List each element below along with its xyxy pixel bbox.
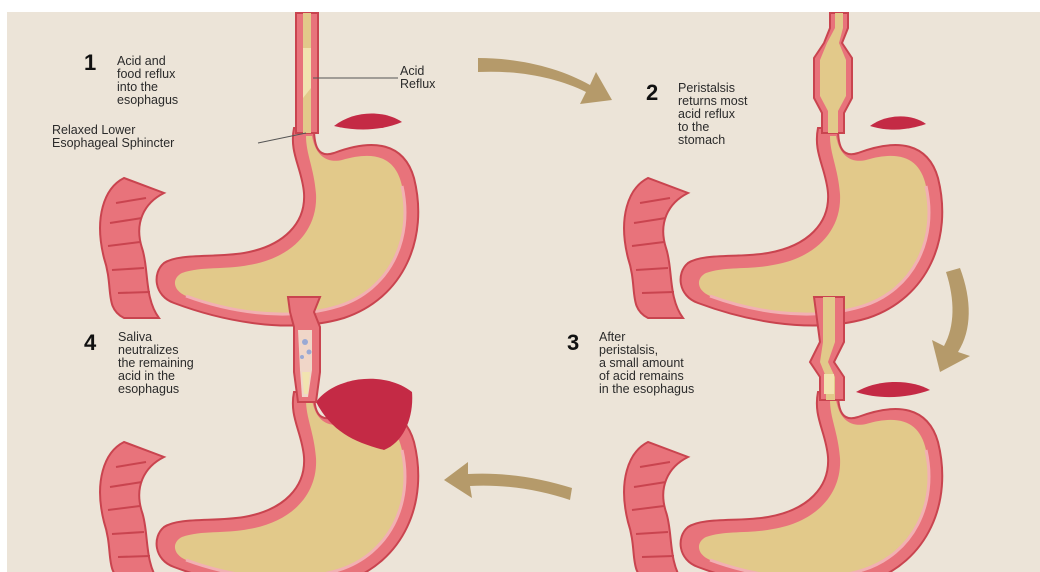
step-text-2: Peristalsis returns most acid reflux to … bbox=[678, 82, 747, 147]
step-text-1: Acid and food reflux into the esophagus bbox=[117, 55, 178, 107]
acid-reflux-label: Acid Reflux bbox=[400, 65, 435, 91]
arrow-2-to-3 bbox=[932, 268, 970, 372]
stomach-2 bbox=[624, 13, 942, 326]
sphincter-label: Relaxed Lower Esophageal Sphincter bbox=[52, 124, 174, 150]
step-text-4: Saliva neutralizes the remaining acid in… bbox=[118, 331, 194, 396]
step-number-3: 3 bbox=[567, 332, 579, 354]
arrow-1-to-2 bbox=[478, 58, 612, 104]
arrow-3-to-4 bbox=[444, 462, 572, 500]
step-number-2: 2 bbox=[646, 82, 658, 104]
step-number-4: 4 bbox=[84, 332, 96, 354]
step-text-3: After peristalsis, a small amount of aci… bbox=[599, 331, 694, 396]
step-number-1: 1 bbox=[84, 52, 96, 74]
